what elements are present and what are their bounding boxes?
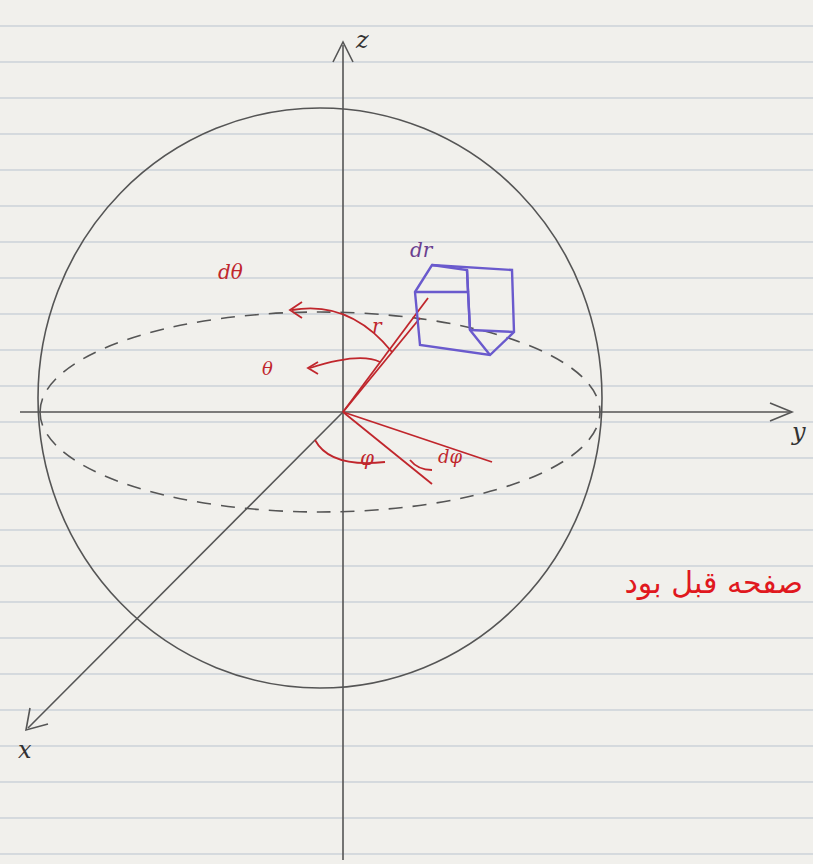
axis-label: y [792,420,806,444]
notebook-rules [0,26,813,854]
radius-label: r [372,316,382,336]
angle-label: dθ [218,262,243,282]
angle-label: θ [262,360,273,378]
angle-label: dφ [438,448,462,466]
pencil-figure [20,42,792,860]
angle-marks [290,298,492,484]
volume-element [415,265,514,355]
page-note: صفحه قبل بود [625,568,804,598]
radius-increment-label: dr [410,240,432,260]
angle-label: φ [360,448,374,468]
axis-label: z [356,28,369,52]
axis-label: x [18,738,32,762]
